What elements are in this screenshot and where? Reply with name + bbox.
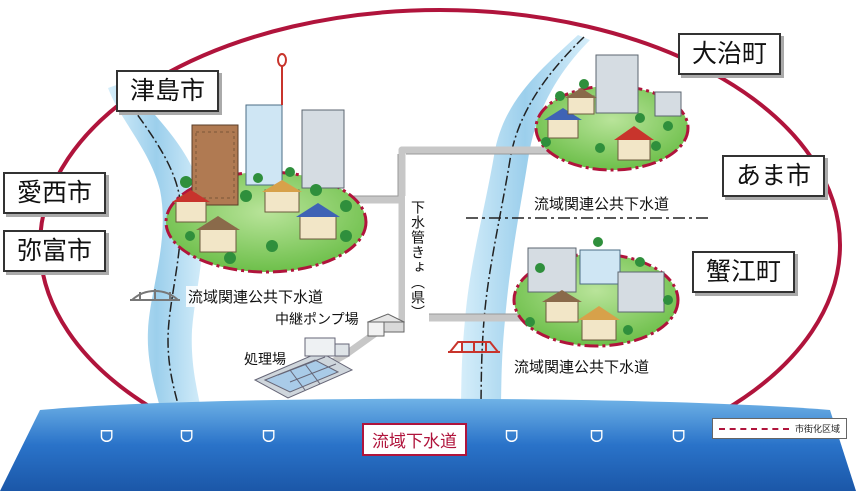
building [617, 271, 665, 313]
legend: 市街化区域 [712, 418, 848, 439]
caption-regional-public-sewer-southeast: 流域関連公共下水道 [512, 356, 652, 377]
treatment-plant-icon [253, 337, 354, 399]
relay-pump-station-icon [366, 313, 406, 337]
house [264, 189, 300, 213]
building [654, 91, 682, 117]
west-town-cluster [164, 53, 368, 274]
northeast-town-cluster [534, 54, 690, 172]
legend-boundary-line [719, 427, 789, 430]
regional-sewer-label: 流域下水道 [362, 423, 467, 456]
svg-text:ᗜ: ᗜ [672, 427, 685, 446]
river-east-centerline [479, 36, 585, 431]
house [567, 95, 595, 115]
building [527, 247, 577, 293]
trunk-sewer-pref-label: 下水管きょ（県） [405, 196, 429, 324]
river-west-centerline [116, 85, 185, 431]
southeast-town-cluster [512, 237, 680, 348]
river-east [460, 35, 590, 430]
city-label-tsushima: 津島市 [116, 70, 220, 112]
sea-waves: ᗜ ᗜ ᗜ ᗜ ᗜ ᗜ [100, 427, 685, 446]
building [301, 109, 345, 189]
building [579, 249, 621, 285]
city-label-kanie: 蟹江町 [692, 251, 796, 293]
city-label-aisai: 愛西市 [3, 172, 107, 214]
caption-regional-public-sewer-west: 流域関連公共下水道 [186, 286, 326, 307]
house [617, 137, 651, 161]
grey-bridge-icon [130, 289, 180, 301]
house [199, 227, 237, 253]
house [547, 117, 579, 139]
house [545, 299, 579, 323]
caption-regional-public-sewer-northeast: 流域関連公共下水道 [532, 193, 672, 214]
house [299, 214, 337, 240]
house [175, 199, 207, 223]
svg-text:ᗜ: ᗜ [262, 427, 275, 446]
tower-top-icon [277, 53, 287, 67]
red-bridge-icon [448, 341, 500, 353]
house [581, 317, 617, 341]
city-label-ama: あま市 [722, 155, 826, 197]
city-label-oharu: 大治町 [678, 33, 782, 75]
treatment-plant-label: 処理場 [244, 352, 286, 368]
svg-text:ᗜ: ᗜ [590, 427, 603, 446]
svg-text:ᗜ: ᗜ [100, 427, 113, 446]
building [191, 124, 239, 206]
river-west [108, 82, 205, 430]
building [595, 54, 639, 114]
legend-urbanization-area-label: 市街化区域 [795, 425, 841, 435]
building [245, 104, 283, 186]
svg-text:ᗜ: ᗜ [505, 427, 518, 446]
relay-pump-station-label: 中継ポンプ場 [275, 312, 359, 328]
city-label-yatomi: 弥富市 [3, 230, 107, 272]
svg-text:ᗜ: ᗜ [180, 427, 193, 446]
